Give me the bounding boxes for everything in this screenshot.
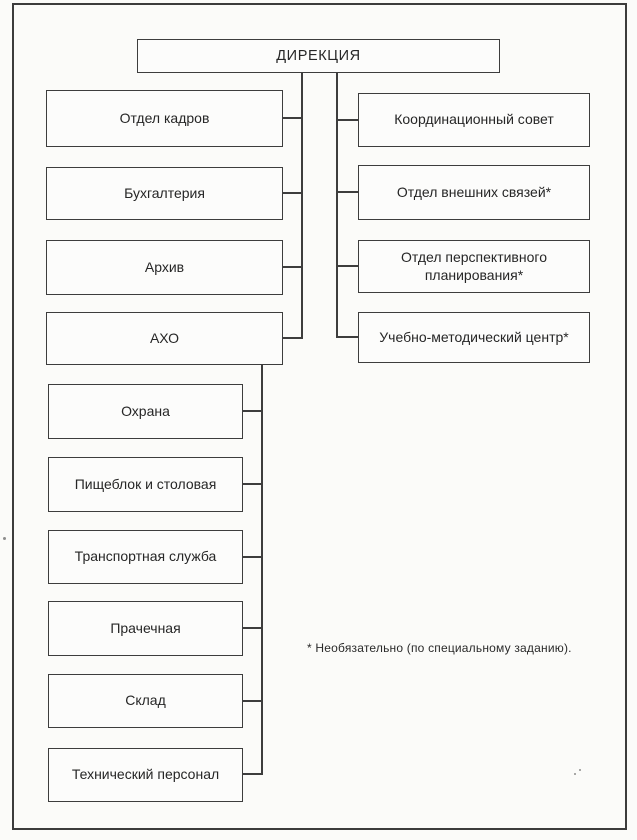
- org-box-label: Транспортная служба: [74, 548, 217, 565]
- org-box-koordinacionnyj-sovet: Координационный совет: [358, 93, 590, 147]
- org-box-label: Бухгалтерия: [124, 184, 205, 201]
- org-box-tehnicheskij-personal: Технический персонал: [48, 748, 243, 802]
- connector-stub-right-3: [338, 265, 358, 267]
- scan-speck: [579, 769, 581, 771]
- connector-aho-spine: [261, 365, 263, 775]
- org-box-label: Склад: [125, 692, 166, 709]
- org-box-label: Учебно-методический центр*: [379, 328, 569, 345]
- org-box-buhgalteriya: Бухгалтерия: [46, 167, 283, 220]
- org-box-otdel-vneshnih-svyazej: Отдел внешних связей*: [358, 165, 590, 220]
- org-box-label: Отдел перспективного планирования*: [401, 249, 547, 283]
- org-box-arhiv: Архив: [46, 240, 283, 295]
- connector-right-spine: [336, 73, 338, 338]
- org-box-aho: АХО: [46, 312, 283, 365]
- org-box-label: Технический персонал: [71, 766, 220, 783]
- org-box-transportnaya-sluzhba: Транспортная служба: [48, 530, 243, 584]
- scan-speck: [574, 773, 576, 775]
- connector-stub-sub-6: [243, 773, 262, 775]
- connector-stub-sub-1: [243, 410, 262, 412]
- connector-stub-left-2: [283, 192, 303, 194]
- org-box-ohrana: Охрана: [48, 384, 243, 439]
- org-box-uchebno-metodicheskij-centr: Учебно-методический центр*: [358, 312, 590, 363]
- org-box-otdel-kadrov: Отдел кадров: [46, 90, 283, 147]
- org-box-label: Пищеблок и столовая: [74, 475, 217, 492]
- connector-left-spine: [301, 73, 303, 339]
- org-box-label: Отдел внешних связей*: [396, 183, 552, 200]
- connector-stub-right-4: [338, 336, 358, 338]
- org-box-label: АХО: [149, 329, 180, 346]
- org-box-prachechnaya: Прачечная: [48, 601, 243, 656]
- org-box-otdel-perspektivnogo-planirovaniya: Отдел перспективного планирования*: [358, 240, 590, 293]
- org-box-label: Прачечная: [110, 619, 181, 636]
- org-box-label: ДИРЕКЦИЯ: [276, 47, 361, 64]
- org-box-label: Архив: [144, 258, 185, 275]
- org-box-sklad: Склад: [48, 674, 243, 728]
- connector-stub-left-3: [283, 266, 303, 268]
- connector-stub-sub-5: [243, 700, 262, 702]
- org-box-pishcheblok-i-stolovaya: Пищеблок и столовая: [48, 457, 243, 512]
- connector-stub-sub-3: [243, 556, 262, 558]
- connector-stub-left-1: [283, 117, 303, 119]
- connector-stub-sub-2: [243, 483, 262, 485]
- footnote: * Необязательно (по специальному заданию…: [307, 641, 572, 655]
- connector-stub-left-4: [283, 337, 303, 339]
- connector-stub-right-1: [338, 119, 358, 121]
- connector-stub-right-2: [338, 191, 358, 193]
- page-border: [12, 3, 627, 830]
- org-box-direction: ДИРЕКЦИЯ: [137, 39, 500, 73]
- org-box-label: Охрана: [121, 402, 170, 419]
- connector-stub-sub-4: [243, 627, 262, 629]
- org-box-label: Отдел кадров: [119, 109, 210, 126]
- org-box-label: Координационный совет: [394, 111, 554, 128]
- scan-speck: [3, 537, 6, 540]
